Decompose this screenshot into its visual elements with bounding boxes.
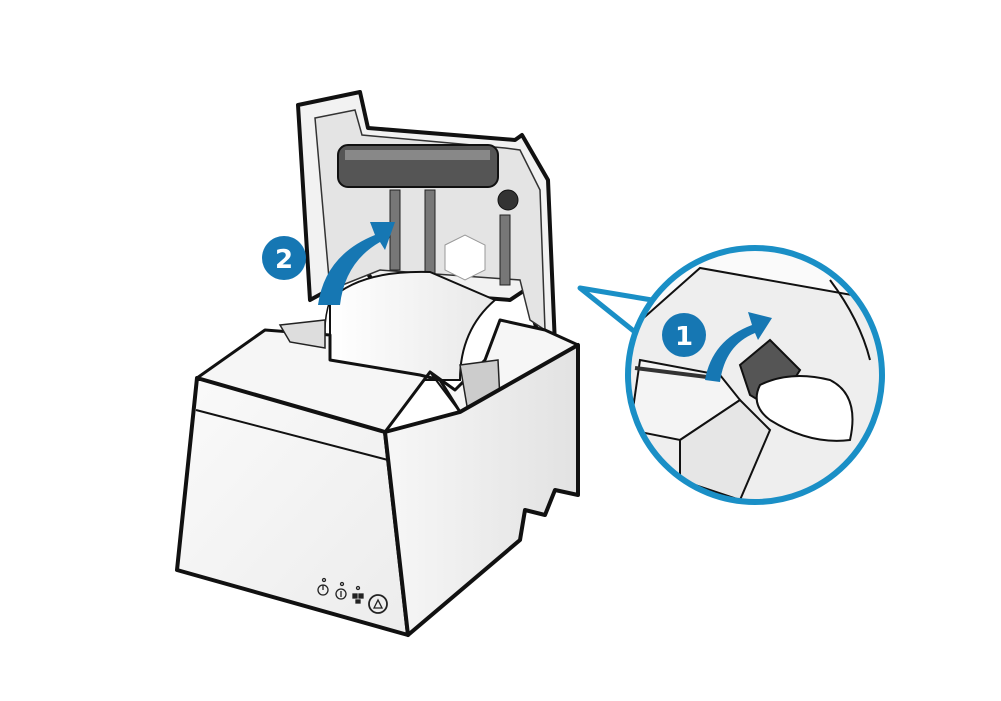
feed-button-icon [368, 594, 388, 614]
printer-side [383, 343, 580, 637]
svg-text:2: 2 [275, 245, 293, 275]
zoom-callout: 1 [577, 245, 885, 505]
error-icon [335, 581, 347, 600]
step-2-badge: 2 [262, 236, 306, 280]
step-1-badge: 1 [662, 313, 706, 357]
finger [755, 375, 854, 442]
printer-lid [296, 90, 557, 347]
power-icon [317, 577, 329, 596]
roller-gear [497, 189, 519, 211]
svg-text:1: 1 [675, 322, 693, 352]
lift-lid-arrow [318, 222, 395, 305]
network-icon [352, 585, 364, 604]
control-panel [317, 577, 388, 614]
press-lever-arrow [705, 312, 772, 382]
